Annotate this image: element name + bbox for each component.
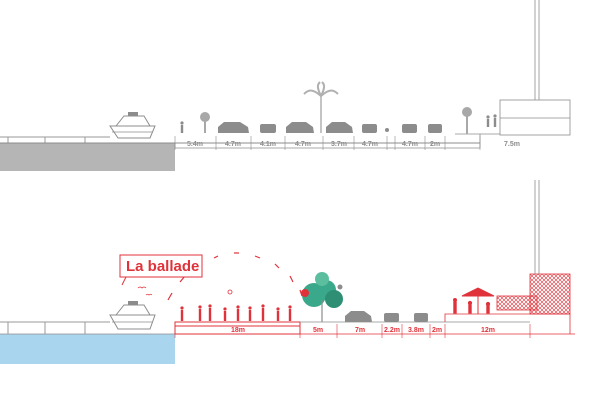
proposed-dimension-label: 12m bbox=[481, 327, 495, 334]
existing-dimension-ticks bbox=[174, 136, 481, 150]
palm-tree-icon bbox=[303, 81, 339, 133]
existing-railing bbox=[0, 136, 110, 143]
proposed-dimension-label: 3.8m bbox=[408, 327, 424, 334]
existing-dimension-label: 4.7m bbox=[362, 141, 378, 148]
callout-title: La ballade bbox=[126, 258, 199, 275]
existing-dimension-label: 3.7m bbox=[331, 141, 347, 148]
proposed-section: La ballade 18m 5m 7m 2.2m 3.8m 2m 12m bbox=[0, 180, 575, 364]
pedestrian-icon bbox=[180, 114, 497, 133]
boat-icon bbox=[109, 112, 156, 139]
proposed-dimension-label: 2m bbox=[432, 327, 442, 334]
proposed-railing bbox=[0, 321, 110, 334]
water-body bbox=[0, 334, 175, 364]
existing-dimension-label: 4.1m bbox=[260, 141, 276, 148]
umbrella-icon bbox=[453, 287, 495, 314]
callout-box: La ballade bbox=[119, 254, 203, 286]
existing-building bbox=[480, 0, 571, 136]
existing-dimension-label: 7.5m bbox=[504, 141, 520, 148]
boat-icon bbox=[109, 301, 156, 330]
car-icon bbox=[345, 311, 428, 322]
pedestrian-icon bbox=[180, 289, 292, 321]
proposed-dimension-label: 2.2m bbox=[384, 327, 400, 334]
existing-step bbox=[455, 133, 481, 148]
seagull-icon bbox=[137, 286, 153, 296]
existing-dimension-label: 2m bbox=[430, 141, 440, 148]
car-icon bbox=[218, 122, 442, 133]
terrace-platform bbox=[444, 180, 571, 334]
existing-dimension-label: 4.7m bbox=[225, 141, 241, 148]
proposed-dimension-label: 5m bbox=[313, 327, 323, 334]
existing-dimension-label: 5.4m bbox=[187, 141, 203, 148]
existing-quay-wall bbox=[0, 143, 175, 171]
proposed-dimension-label: 18m bbox=[231, 327, 245, 334]
tree-icon bbox=[301, 272, 343, 322]
proposed-dimension-ticks bbox=[174, 324, 531, 338]
proposed-dimension-label: 7m bbox=[355, 327, 365, 334]
existing-dimension-label: 4.7m bbox=[295, 141, 311, 148]
existing-section: 5.4m 4.7m 4.1m 4.7m 3.7m 4.7m 4.7m 2m 7.… bbox=[0, 0, 571, 171]
shrub-icon bbox=[200, 107, 472, 134]
existing-dimension-label: 4.7m bbox=[402, 141, 418, 148]
